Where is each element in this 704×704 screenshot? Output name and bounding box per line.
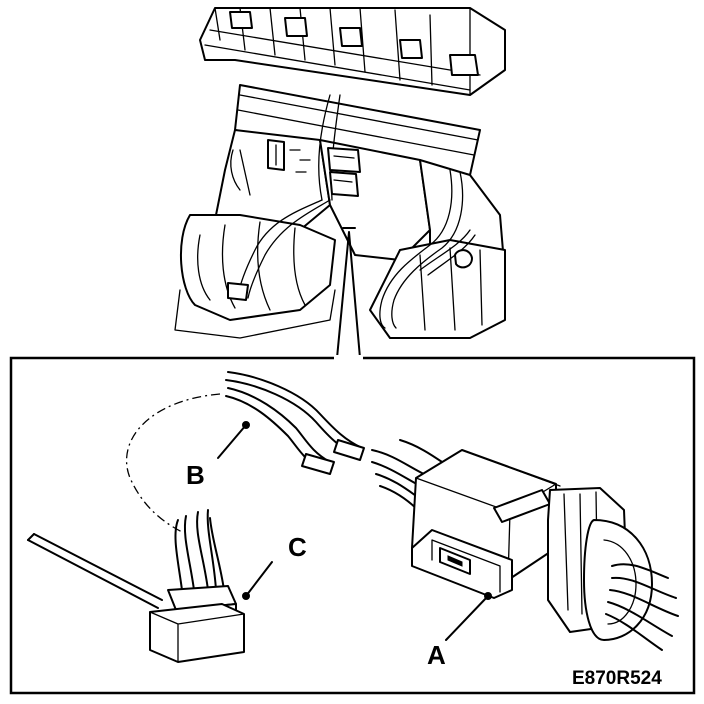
cut-connector-c xyxy=(27,509,245,663)
callout-c: C xyxy=(288,532,307,562)
harness-wires-b xyxy=(125,371,365,533)
detail-leader xyxy=(336,227,361,359)
figure-id: E870R524 xyxy=(572,668,662,689)
callout-b: B xyxy=(186,460,205,490)
hvac-housing-overview xyxy=(174,7,506,339)
callout-leaders xyxy=(217,421,492,641)
callout-a: A xyxy=(427,640,446,670)
harness-connector-a xyxy=(371,439,679,651)
